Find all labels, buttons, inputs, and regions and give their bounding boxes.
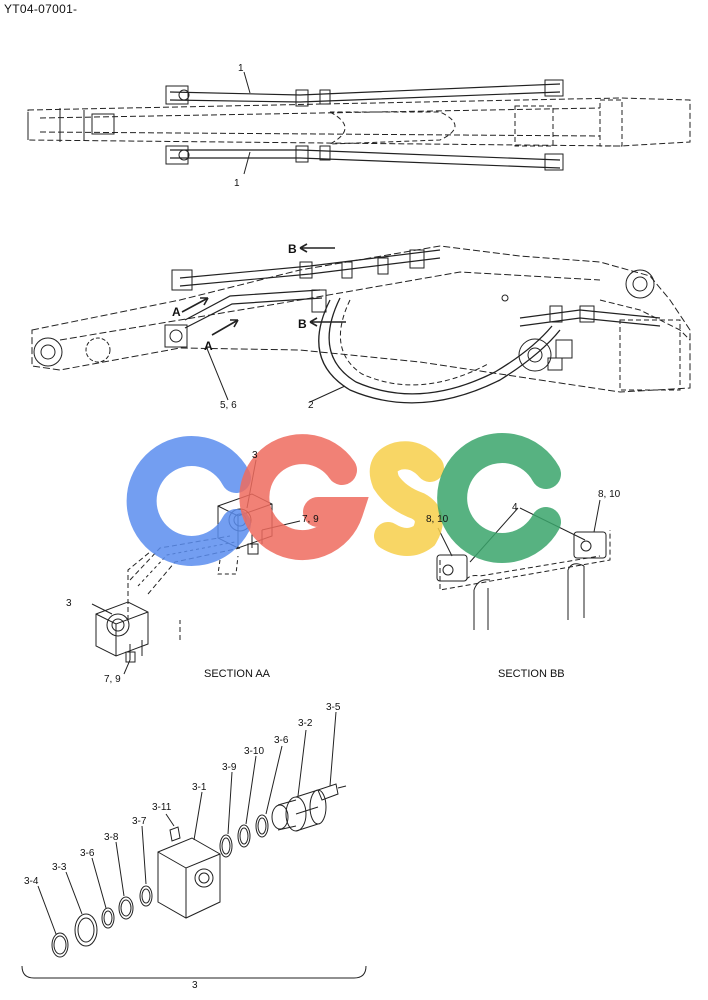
callout-3-1: 3-1 (192, 782, 207, 793)
section-arrow-a1: A (172, 305, 181, 319)
callout-3-6-lower: 3-6 (80, 848, 95, 859)
callout-3-10: 3-10 (244, 746, 264, 757)
section-bb-view (436, 499, 611, 630)
top-view-pipes (165, 79, 564, 171)
cgsc-watermark (126, 433, 561, 566)
callout-3-11: 3-11 (152, 802, 172, 813)
callout-group-3: 3 (192, 980, 198, 991)
callout-5-6: 5, 6 (220, 400, 237, 411)
callout-3-3: 3-3 (52, 862, 67, 873)
watermark-letter-4 (437, 433, 561, 563)
callout-3-4: 3-4 (24, 876, 39, 887)
callout-3-6-upper: 3-6 (274, 735, 289, 746)
watermark-letter-3 (369, 441, 444, 556)
callout-bb-8-10-left: 8, 10 (426, 514, 449, 525)
side-view-pipes (164, 249, 661, 371)
top-view-arm (27, 97, 691, 147)
callout-3-7: 3-7 (132, 816, 147, 827)
document-id: YT04-07001- (4, 2, 78, 16)
section-arrow-a2: A (204, 339, 213, 353)
callout-bb-4: 4 (512, 502, 518, 513)
callout-bb-8-10-right: 8, 10 (598, 489, 621, 500)
hose-assembly (318, 297, 561, 404)
callout-aa-3-left: 3 (66, 598, 72, 609)
callout-3-5: 3-5 (326, 702, 341, 713)
callout-3-2: 3-2 (298, 718, 313, 729)
watermark-letter-1 (126, 436, 251, 566)
callout-aa-7-9-right: 7, 9 (302, 514, 319, 525)
watermark-letter-2 (239, 434, 369, 561)
exploded-view-swivel-joint (21, 711, 367, 979)
section-arrow-b2: B (298, 317, 307, 331)
callout-aa-3-top: 3 (252, 450, 258, 461)
callout-top-1b: 1 (234, 178, 240, 189)
callout-2: 2 (308, 400, 314, 411)
callout-3-8: 3-8 (104, 832, 119, 843)
section-arrow-b1: B (288, 242, 297, 256)
callout-top-1a: 1 (238, 63, 244, 74)
section-bb-label: SECTION BB (498, 668, 565, 680)
section-aa-label: SECTION AA (204, 668, 271, 680)
callout-3-9: 3-9 (222, 762, 237, 773)
callout-aa-7-9-bottom: 7, 9 (104, 674, 121, 685)
callouts: 1 1 5, 6 2 A A B B 3 7, 9 3 7, 9 SECTION… (24, 63, 621, 991)
